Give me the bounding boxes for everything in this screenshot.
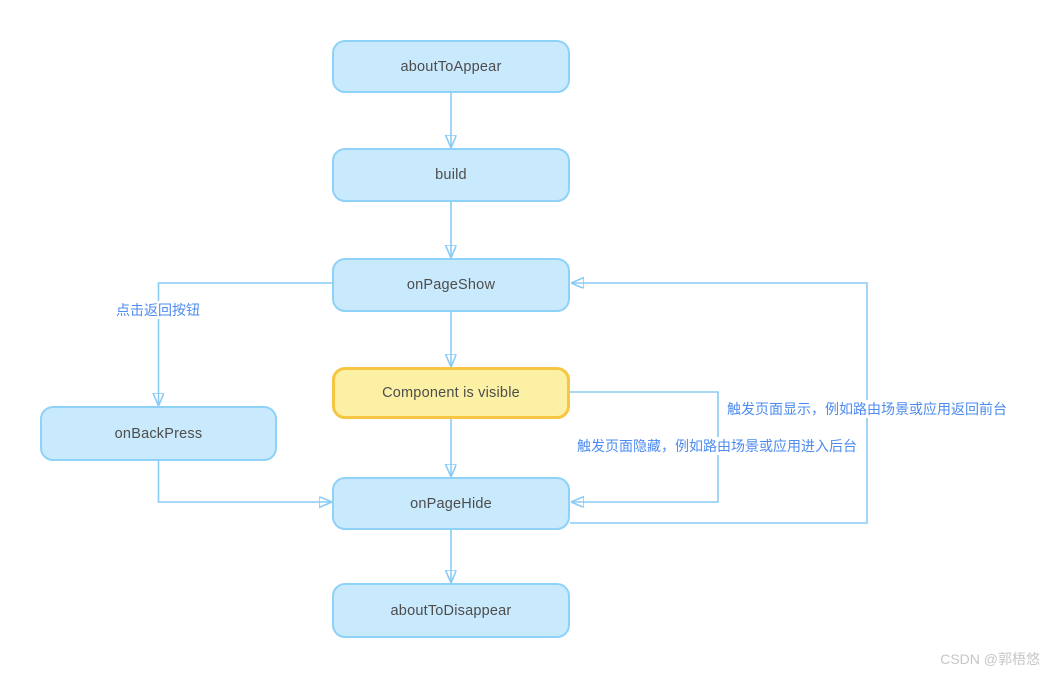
node-aboutToDisappear: aboutToDisappear: [332, 583, 570, 638]
node-onPageShow-label: onPageShow: [406, 277, 496, 293]
node-onBackPress-label: onBackPress: [114, 425, 203, 442]
edge-label-page-show: 触发页面显示，例如路由场景或应用返回前台: [723, 400, 1011, 418]
node-aboutToDisappear-label: aboutToDisappear: [390, 602, 512, 619]
edge-onPageShow-onBackPress: [159, 282, 332, 405]
node-onPageHide-label: onPageHide: [410, 495, 492, 512]
node-onBackPress: onBackPress: [40, 406, 277, 461]
node-build-label: build: [435, 167, 467, 183]
node-onPageShow: onPageShow: [332, 258, 570, 312]
node-build: build: [332, 148, 570, 202]
node-component-is-visible: Component is visible: [332, 367, 570, 419]
edge-label-back-press: 点击返回按钮: [112, 301, 204, 319]
node-aboutToAppear: aboutToAppear: [332, 40, 570, 93]
edge-label-page-hide: 触发页面隐藏，例如路由场景或应用进入后台: [573, 437, 861, 455]
node-component-is-visible-label: Component is visible: [382, 385, 520, 401]
node-onPageHide: onPageHide: [332, 477, 570, 530]
csdn-watermark: CSDN @郭梧悠: [940, 651, 1040, 667]
node-aboutToAppear-label: aboutToAppear: [400, 58, 502, 75]
edge-onBackPress-onPageHide: [157, 461, 332, 502]
